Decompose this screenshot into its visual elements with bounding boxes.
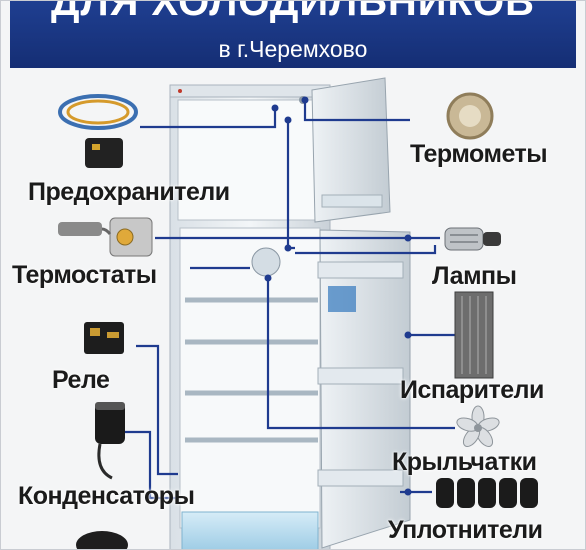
header-banner: ДЛЯ ХОЛОДИЛЬНИКОВ в г.Черемхово — [10, 0, 576, 68]
banner-subtitle: в г.Черемхово — [218, 36, 368, 62]
connector-dots — [264, 96, 412, 496]
fuse-part-icon — [58, 94, 138, 168]
seal-part-icon — [436, 478, 538, 508]
lamp-part-icon — [444, 227, 501, 251]
connector-lines — [124, 100, 455, 500]
label-evaporators: Испарители — [400, 376, 544, 404]
label-thermometers: Термометы — [410, 140, 548, 168]
capacitor-part-icon — [95, 402, 125, 480]
label-capacitors: Конденсаторы — [18, 482, 195, 510]
refrigerator — [169, 77, 411, 550]
label-lamps: Лампы — [432, 262, 517, 290]
impeller-part-icon — [456, 405, 500, 447]
label-fuses: Предохранители — [28, 178, 230, 206]
label-seals: Уплотнители — [388, 516, 543, 544]
label-thermostats: Термостаты — [12, 261, 157, 289]
evaporator-part-icon — [454, 291, 494, 379]
label-impellers: Крыльчатки — [392, 448, 537, 476]
banner-title: ДЛЯ ХОЛОДИЛЬНИКОВ — [51, 0, 535, 24]
compressor-part-icon — [76, 531, 128, 550]
thermometer-part-icon — [446, 92, 494, 140]
thermostat-part-icon — [58, 217, 153, 257]
relay-part-icon — [84, 322, 124, 354]
label-relay: Реле — [52, 366, 110, 394]
